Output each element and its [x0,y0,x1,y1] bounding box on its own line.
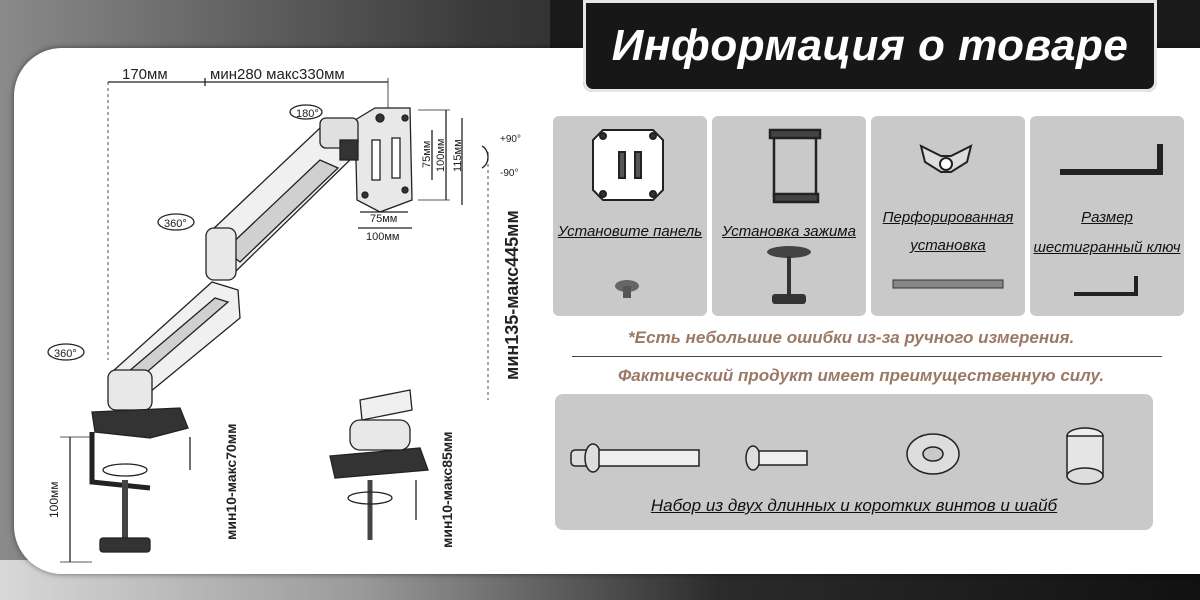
wing-nut-icon [919,144,973,173]
clamp-range: мин10-макс70мм [223,423,239,540]
card-install-panel: Установите панель [553,116,707,316]
vesa-75-horizontal: 75мм [370,213,397,225]
page-title: Информация о товаре [611,21,1129,70]
dim-top-span: мин280 макс330мм [210,66,345,83]
note-product: Фактический продукт имеет преимущественн… [618,366,1105,385]
screw-set-icons [570,427,1104,485]
rot-360-lower-label: 360° [54,348,77,360]
screw-set-panel: Набор из двух длинных и коротких винтов … [555,394,1153,530]
dim-top-left: 170мм [122,66,168,83]
clamp-bolt-icon [767,246,811,304]
small-hex-key-icon [1074,276,1138,296]
clamp-height: 100мм [47,481,61,518]
grommet-range: мин10-макс85мм [439,431,455,548]
threaded-rod-icon [892,279,1004,289]
vesa-75-vertical: 75мм [421,141,433,168]
title-banner: Информация о товаре [583,0,1157,92]
vesa-plate-icon [592,129,664,201]
card-perforated-label-2: установка [910,237,986,254]
height-115: 115мм [452,139,464,172]
screw-set-label: Набор из двух длинных и коротких винтов … [650,496,1058,515]
card-install-panel-label: Установите панель [557,223,703,240]
card-perforated-install: Перфорированная установка [871,116,1025,316]
card-hex-key-label-1: Размер [1081,209,1133,226]
card-hex-key: Размер шестигранный ключ [1030,116,1184,316]
rot-360-upper-label: 360° [164,218,187,230]
note-measurement: *Есть небольшие ошибки из-за ручного изм… [628,328,1075,347]
card-clamp-install-label: Установка зажима [722,223,856,240]
height-range: мин135-макс445мм [502,210,522,380]
vesa-100-horizontal: 100мм [366,231,399,243]
vesa-100-vertical: 100мм [435,139,447,172]
hex-key-icon [1060,144,1163,175]
tilt-up-label: +90° [500,134,521,145]
divider [572,356,1162,357]
card-perforated-label-1: Перфорированная [882,209,1014,226]
rot-180-label: 180° [296,108,319,120]
card-clamp-install: Установка зажима [712,116,866,316]
small-screw-icon [615,280,639,298]
card-hex-key-label-2: шестигранный ключ [1033,239,1181,256]
tilt-down-label: -90° [500,168,518,179]
monitor-arm-diagram: 170мм мин280 макс330мм 180° 360° 360° +9… [47,66,522,563]
clamp-icon [768,128,822,204]
